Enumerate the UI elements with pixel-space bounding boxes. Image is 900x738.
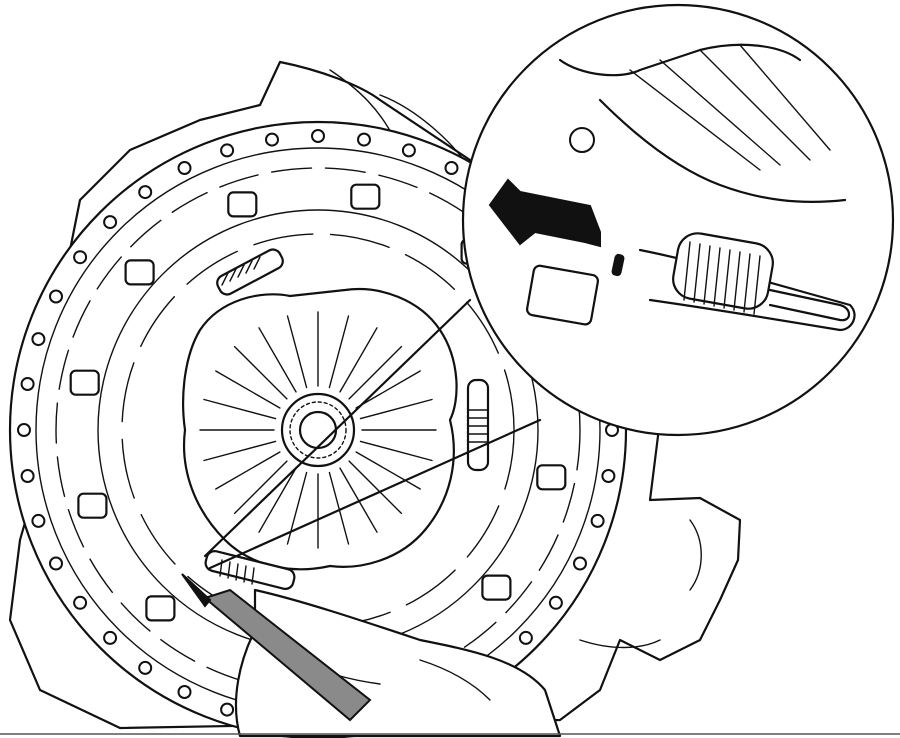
rim-bolt-hole [17,423,31,437]
mounting-pad [350,183,381,210]
rim-bolt-hole [590,513,605,528]
diaphragm-finger [348,345,403,400]
diaphragm-finger [258,467,297,533]
diaphragm-finger [348,460,403,515]
rim-bolt-hole [103,630,118,645]
rim-bolt-hole [49,556,63,571]
rim-bolt-hole [401,143,416,158]
diaphragm-fingers [199,311,437,549]
rim-bolt-hole [311,129,325,143]
diaphragm-spring [182,288,458,571]
rim-bolt-hole [138,185,153,200]
diaphragm-finger [203,398,277,420]
diaphragm-finger [328,471,350,545]
rim-bolt-hole [31,332,46,347]
release-spring-right [466,378,490,472]
rim-bolt-hole [444,161,459,175]
rim-bolt-hole [220,702,235,717]
mounting-pad [227,191,258,218]
diaphragm-finger [328,315,350,389]
rim-bolt-hole [265,132,279,147]
mounting-pad [77,492,108,519]
diaphragm-finger [339,327,378,393]
rim-bolt-hole [73,595,88,610]
mounting-pad [145,595,176,622]
rim-bolt-hole [138,660,153,675]
rim-bolt-hole [573,556,587,571]
diaphragm-finger [203,440,277,462]
rim-bolt-hole [20,377,35,391]
rim-bolt-hole [31,513,46,528]
diaphragm-finger [286,315,308,389]
rim-bolt-hole [49,289,63,304]
rim-bolt-hole [548,595,563,610]
spring-retainer [525,264,599,326]
mounting-pad [69,369,100,396]
rim-bolt-hole [73,250,88,265]
rim-bolt-hole [220,143,235,158]
rim-bolt-hole [357,132,371,147]
diaphragm-finger [359,398,433,420]
diaphragm-finger [233,460,288,515]
rim-bolt-hole [177,685,192,699]
magnified-detail-view [461,3,895,437]
release-spring-top [216,248,284,296]
diaphragm-finger [215,370,281,409]
release-spring-enlarged [672,232,851,322]
rim-bolt-hole [20,469,35,483]
magnifier-leader-line [203,298,472,558]
rim-bolt-hole [177,161,192,175]
mounting-pad [481,574,512,601]
pivot-hole [569,127,595,153]
direction-arrow [488,178,601,248]
diaphragm-finger [355,451,421,490]
mounting-pad [124,259,155,286]
tool-tip [611,253,625,277]
diaphragm-finger [233,345,288,400]
diaphragm-finger [355,370,421,409]
mounting-pad [536,464,567,491]
diaphragm-finger [339,467,378,533]
diaphragm-finger [258,327,297,393]
rim-bolt-hole [518,630,533,645]
diaphragm-finger [359,440,433,462]
rim-bolt-hole [601,469,616,483]
diaphragm-finger [215,451,281,490]
rim-bolt-hole [103,215,118,230]
pick-tool [181,573,372,722]
magnifier-leader-line-2 [208,418,542,570]
